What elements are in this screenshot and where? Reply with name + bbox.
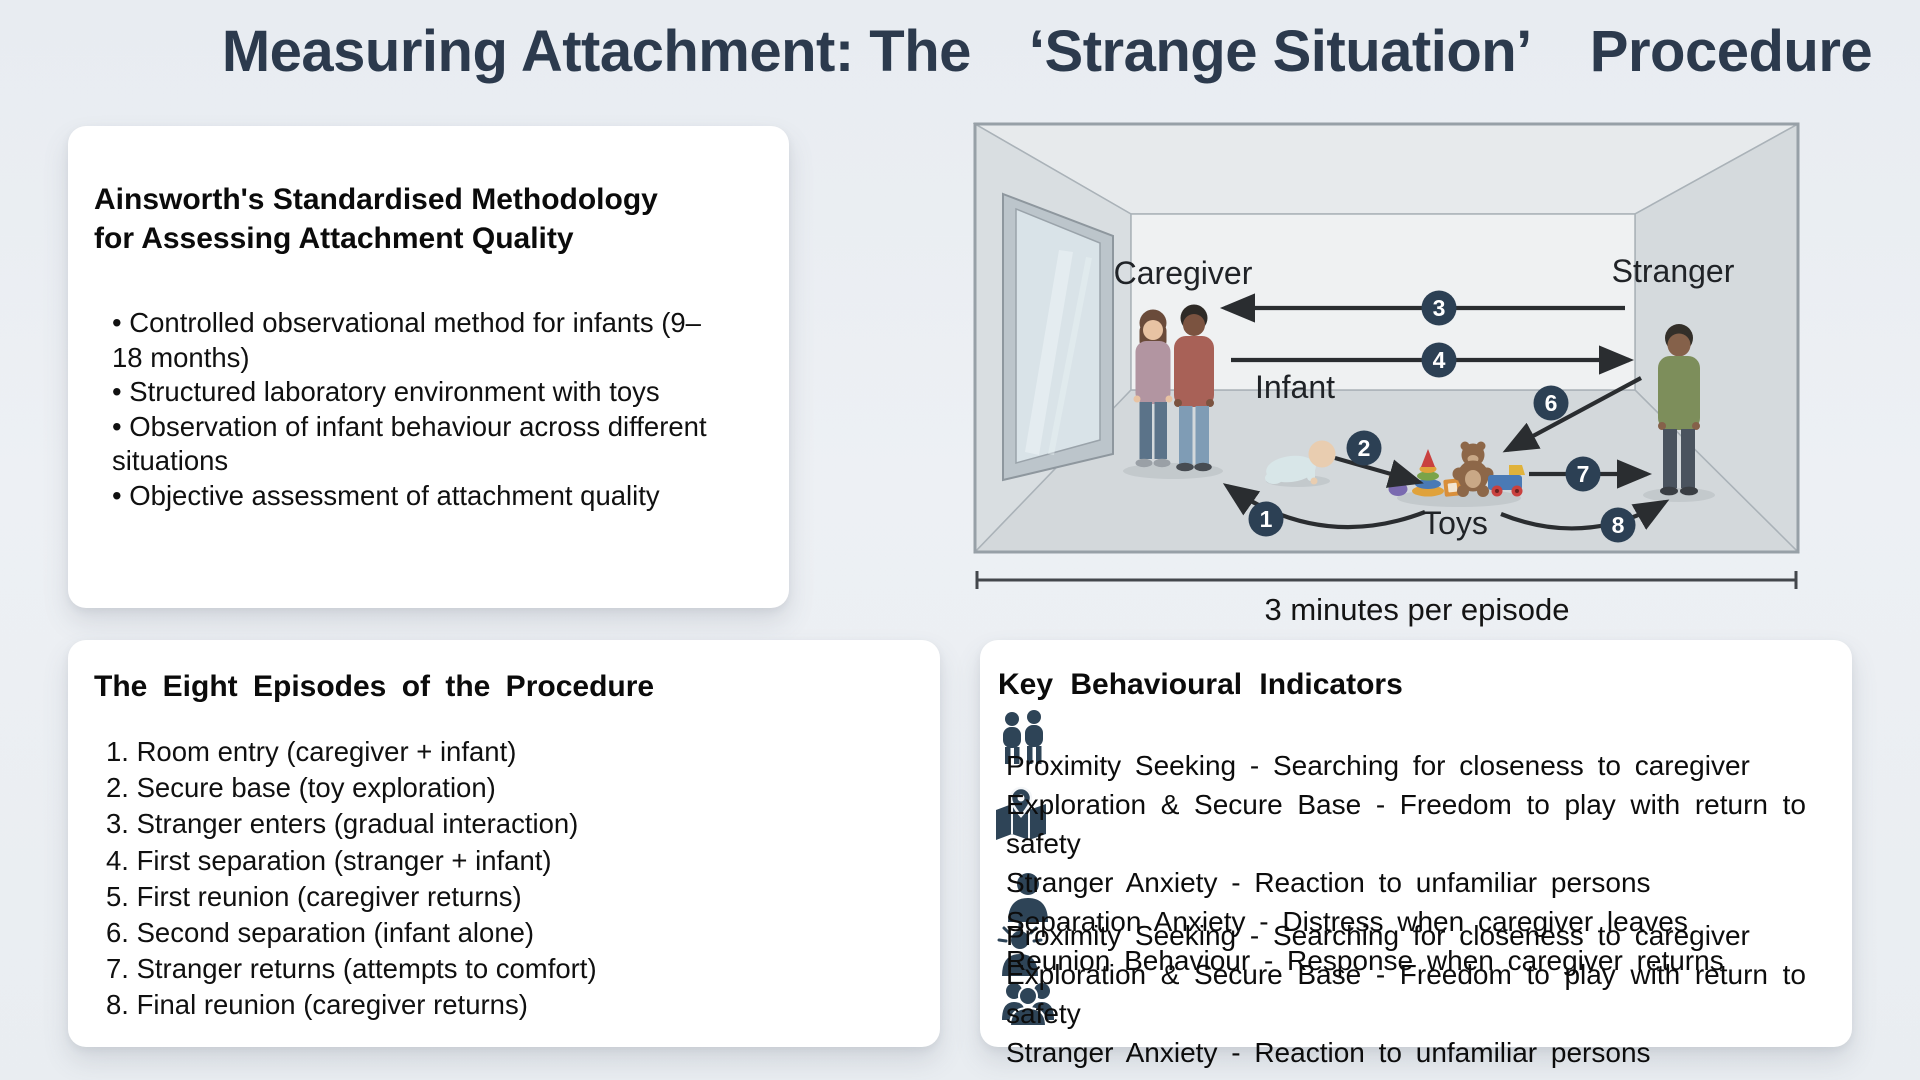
episode-item: 2. Secure base (toy exploration) (106, 772, 496, 804)
methodology-bullet: • Structured laboratory environment with… (112, 376, 660, 407)
group-icon (1000, 980, 1056, 1031)
indicator-item: Stranger Anxiety - Reaction to unfamilia… (1006, 1037, 1651, 1068)
step-marker-6: 6 (1545, 390, 1558, 416)
methodology-bullet: • Observation of infant behaviour across… (112, 410, 707, 477)
caregiver-label: Caregiver (1114, 255, 1253, 291)
episodes-list: 1. Room entry (caregiver + infant) 2. Sec… (106, 734, 926, 1024)
indicator-item: Separation Anxiety - Distress when careg… (1006, 1072, 1806, 1080)
methodology-bullet: • Objective assessment of attachment qua… (112, 479, 660, 511)
page-title: Measuring Attachment: The ‘Strange Situa… (222, 18, 1873, 85)
step-marker-7: 7 (1577, 461, 1590, 487)
caregiver-woman-figure (1133, 309, 1173, 468)
alarmed-person-icon (994, 922, 1046, 981)
stranger-label: Stranger (1612, 253, 1735, 289)
indicator-item: Reunion Behaviour - Response when caregi… (1006, 945, 1724, 976)
episode-item: 5. First reunion (caregiver returns) (106, 880, 522, 912)
episode-item: 8. Final reunion (caregiver returns) (106, 989, 528, 1021)
indicator-item: Separation Anxiety - Distress when careg… (1006, 906, 1688, 937)
indicator-item: Proximity Seeking - Searching for closen… (1006, 920, 1750, 951)
methodology-heading: Ainsworth's Standardised Methodology for… (94, 183, 658, 255)
duration-scale (975, 571, 1798, 589)
indicator-item: Exploration & Secure Base - Freedom to p… (1006, 789, 1806, 859)
episode-item: 6. Second separation (infant alone) (106, 917, 535, 949)
step-marker-2: 2 (1358, 435, 1371, 461)
methodology-bullet: • Controlled observational method for in… (112, 307, 701, 373)
step-marker-4: 4 (1433, 347, 1446, 373)
episodes-card: The Eight Episodes of the Procedure 1. R… (68, 640, 940, 1047)
observation-window (1002, 192, 1114, 482)
duration-caption: 3 minutes per episode (1264, 592, 1569, 627)
indicator-item: Stranger Anxiety - Reaction to unfamilia… (1006, 867, 1651, 898)
indicator-item: Exploration & Secure Base - Freedom to p… (1006, 959, 1806, 1029)
step-marker-8: 8 (1612, 512, 1625, 538)
couple-icon (998, 710, 1048, 771)
episode-item: 3. Stranger enters (gradual interaction) (106, 808, 579, 840)
episode-item: 1. Room entry (caregiver + infant) (106, 736, 517, 767)
step-markers: 1 2 3 4 6 7 8 (1248, 290, 1636, 543)
page-title-part-1: Measuring Attachment: The (221, 19, 972, 84)
infant-figure (1265, 440, 1336, 485)
person-icon (1006, 872, 1050, 927)
step-marker-3: 3 (1433, 295, 1446, 321)
step-marker-1: 1 (1260, 506, 1273, 532)
indicators-list-duplicate: Proximity Seeking - Searching for closen… (1006, 916, 1806, 1080)
episode-item: 4. First separation (stranger + infant) (106, 844, 552, 876)
page-title-part-2: ‘Strange Situation’ (1028, 19, 1532, 84)
indicator-item: Proximity Seeking - Searching for closen… (1006, 750, 1750, 781)
methodology-card: Ainsworth's Standardised Methodology for… (68, 126, 789, 608)
indicators-list: Proximity Seeking - Searching for closen… (1006, 746, 1806, 980)
strange-situation-diagram: 1 2 3 4 6 7 8 Caregiver Stranger Infant … (973, 122, 1800, 634)
episodes-heading: The Eight Episodes of the Procedure (94, 670, 655, 703)
caregiver-man-figure (1174, 304, 1214, 472)
stranger-figure (1658, 324, 1700, 496)
infant-label: Infant (1255, 369, 1335, 405)
methodology-bullets: • Controlled observational method for in… (112, 306, 712, 513)
room-diagram-svg: 1 2 3 4 6 7 8 Caregiver Stranger Infant … (973, 122, 1800, 627)
indicators-heading: Key Behavioural Indicators (998, 668, 1403, 701)
indicators-card: Key Behavioural Indicators (980, 640, 1852, 1080)
page-title-part-3: Procedure (1589, 19, 1873, 84)
map-pin-icon (992, 786, 1050, 847)
episode-item: 7. Stranger returns (attempts to comfort… (106, 953, 597, 985)
toys-label: Toys (1422, 505, 1488, 541)
